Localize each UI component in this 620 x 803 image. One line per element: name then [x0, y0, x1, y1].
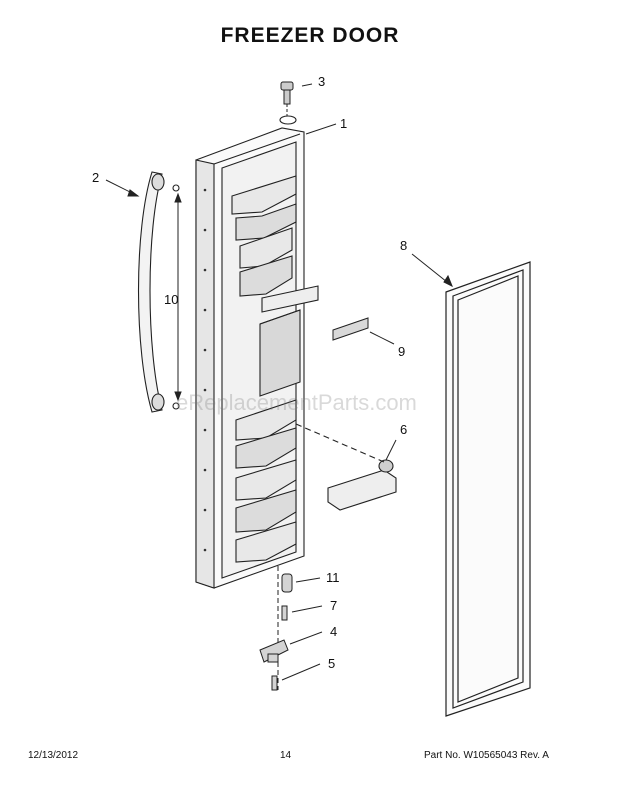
footer-part-number: Part No. W10565043 Rev. A	[424, 750, 549, 761]
top-hinge-screw-part	[280, 81, 294, 116]
bottom-hinge-hardware	[259, 566, 293, 691]
callout-2: 2	[92, 170, 99, 185]
footer-date: 12/13/2012	[28, 750, 79, 761]
door-liner-part	[195, 115, 319, 589]
handle-screw-spacing-dimension	[174, 192, 182, 402]
dispenser-label-part	[332, 317, 369, 341]
callout-3: 3	[318, 74, 325, 89]
callout-5: 5	[328, 656, 335, 671]
callout-11: 11	[326, 570, 340, 585]
callout-9: 9	[398, 344, 405, 359]
callout-8: 8	[400, 238, 407, 253]
callout-6: 6	[400, 422, 407, 437]
door-gasket-part	[445, 261, 531, 717]
callout-4: 4	[330, 624, 337, 639]
site-watermark: eReplacementParts.com	[176, 390, 417, 415]
page-title: FREEZER DOOR	[220, 24, 400, 47]
callout-7: 7	[330, 598, 337, 613]
callout-1: 1	[340, 116, 347, 131]
door-bin-part	[295, 423, 397, 511]
door-handle-part	[137, 171, 180, 413]
callout-leader-lines	[105, 83, 453, 681]
callout-10: 10	[164, 292, 178, 307]
footer-page-number: 14	[280, 750, 292, 761]
